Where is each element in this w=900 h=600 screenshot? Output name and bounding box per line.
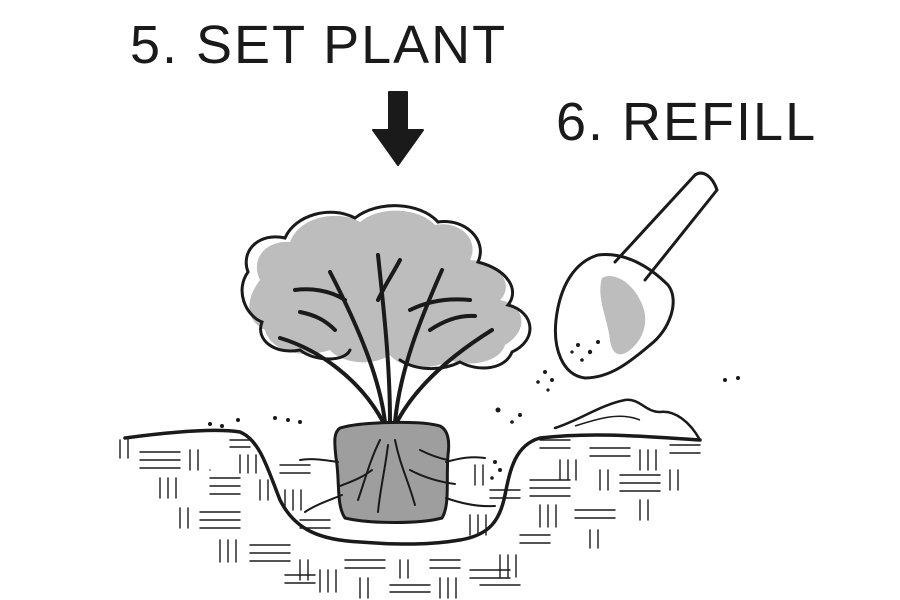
soil-crumbs (208, 376, 740, 480)
plant-branches (278, 253, 494, 424)
shovel-icon (536, 171, 719, 392)
step-6-label: 6. REFILL (556, 92, 818, 152)
foliage-outline (244, 204, 532, 371)
root-ball (333, 420, 451, 524)
step-5-label: 5. SET PLANT (130, 15, 508, 75)
down-arrow-icon (372, 91, 424, 166)
soil-mound (553, 398, 702, 442)
ground-and-hole-outline (123, 428, 702, 546)
roots (299, 439, 496, 513)
